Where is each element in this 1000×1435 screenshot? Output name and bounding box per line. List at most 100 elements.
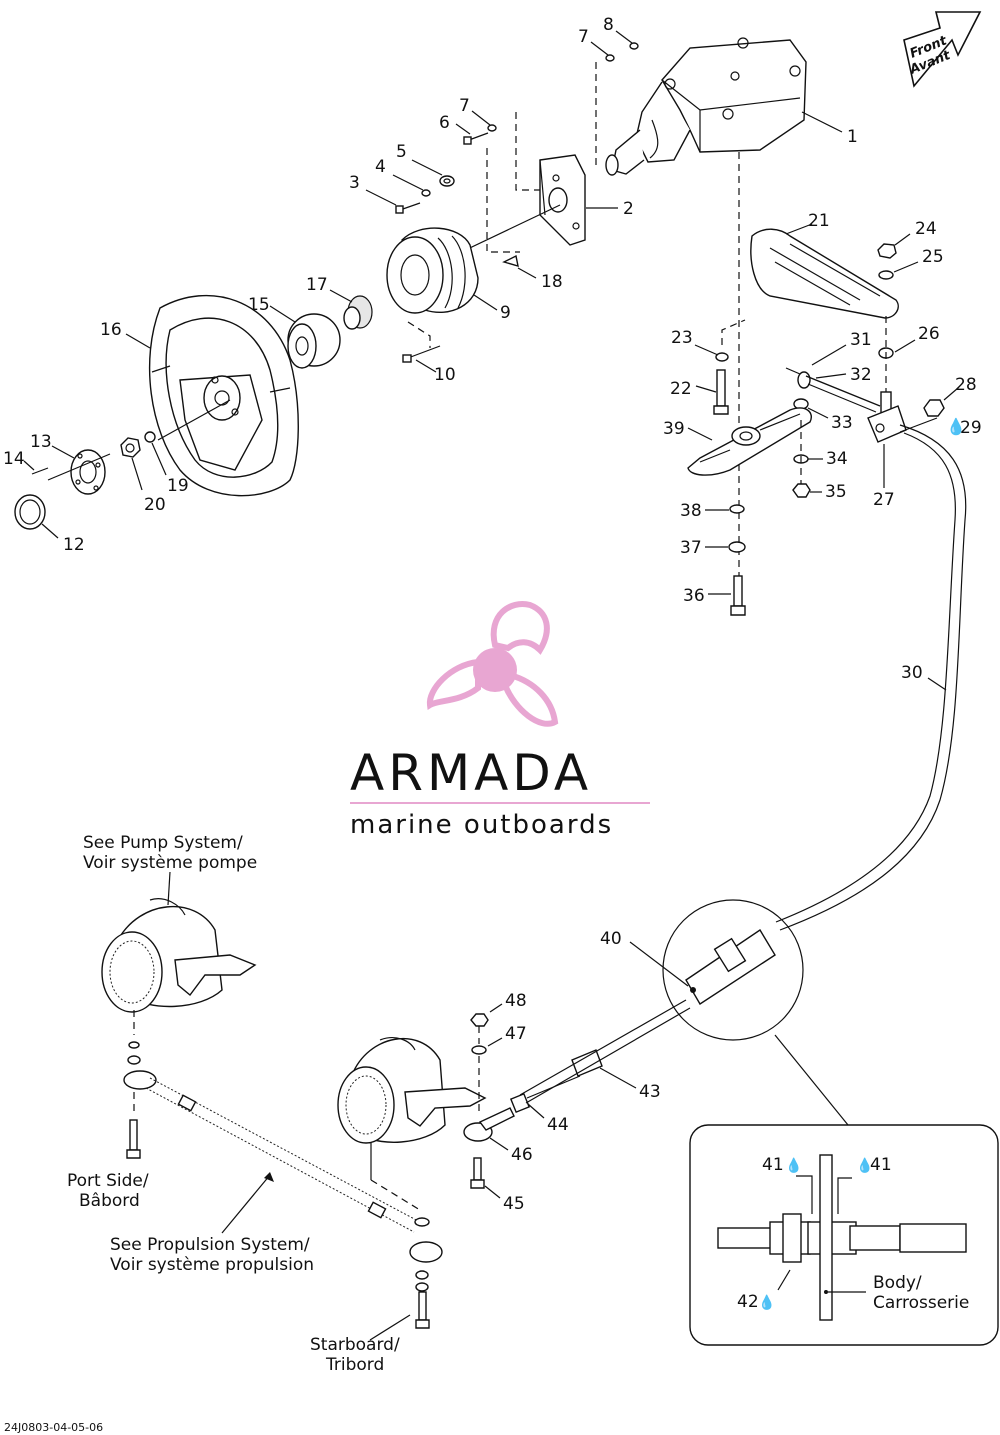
steering-cable-30	[775, 424, 967, 931]
callout-38: 38	[680, 501, 702, 521]
grease-drop-icon-42: 💧	[758, 1294, 775, 1311]
armada-brand-name: ARMADA	[350, 744, 592, 802]
callout-46: 46	[511, 1145, 533, 1165]
port-caption-line-1: Port Side/	[67, 1171, 149, 1191]
callout-7b: 7	[578, 27, 589, 47]
nut-28	[923, 399, 945, 417]
detail-callout-circle	[662, 899, 804, 1041]
callout-23: 23	[671, 328, 693, 348]
screw-14	[31, 467, 49, 475]
callout-36: 36	[683, 586, 705, 606]
washer-4	[421, 189, 431, 197]
front-direction-arrow-icon: Front Avant	[903, 11, 982, 88]
helm-housing	[605, 37, 807, 176]
washer-19	[144, 431, 156, 443]
washer-37	[728, 541, 746, 553]
callout-35: 35	[825, 482, 847, 502]
callout-12: 12	[63, 535, 85, 555]
callout-24: 24	[915, 219, 937, 239]
hub-adapter	[386, 227, 479, 314]
callout-4: 4	[375, 157, 386, 177]
armada-tagline: marine outboards	[350, 810, 613, 840]
callout-6: 6	[439, 113, 450, 133]
center-cap-12	[14, 494, 46, 530]
grease-drop-icon-41a: 💧	[785, 1157, 802, 1174]
callout-20: 20	[144, 495, 166, 515]
callout-27: 27	[873, 490, 895, 510]
starboard-caption-line-1: Starboard/	[310, 1335, 400, 1355]
propulsion-caption-line-1: See Propulsion System/	[110, 1235, 310, 1255]
spline-insert-17	[343, 295, 373, 330]
washer-7a	[487, 124, 497, 132]
callout-32: 32	[850, 365, 872, 385]
bolt-6	[463, 132, 489, 145]
bolt-3	[395, 202, 421, 214]
upper-plate-21	[750, 228, 899, 319]
nut-5	[439, 175, 455, 187]
document-id: 24J0803-04-05-06	[4, 1421, 103, 1434]
callout-18: 18	[541, 272, 563, 292]
washer-47	[471, 1045, 487, 1055]
nut-35	[792, 483, 811, 498]
bolt-36	[730, 575, 746, 616]
callout-31: 31	[850, 330, 872, 350]
callout-47: 47	[505, 1024, 527, 1044]
callout-22: 22	[670, 379, 692, 399]
callout-14: 14	[3, 449, 25, 469]
callout-41b: 41	[870, 1155, 892, 1175]
callout-43: 43	[639, 1082, 661, 1102]
callout-41a: 41	[762, 1155, 784, 1175]
callout-34: 34	[826, 449, 848, 469]
pump-caption-line-2: Voir système pompe	[83, 853, 257, 873]
callout-13: 13	[30, 432, 52, 452]
key-18	[502, 254, 519, 267]
callout-28: 28	[955, 375, 977, 395]
callout-9: 9	[500, 303, 511, 323]
screw-10	[402, 345, 441, 363]
callout-1: 1	[847, 127, 858, 147]
body-caption-line-1: Body/	[873, 1273, 922, 1293]
washer-23	[715, 352, 729, 362]
pump-nozzle-left	[101, 898, 257, 1013]
nut-24	[877, 243, 897, 259]
callout-44: 44	[547, 1115, 569, 1135]
tie-rod	[123, 1070, 421, 1233]
callout-25: 25	[922, 247, 944, 267]
plate-13	[70, 449, 106, 495]
nut-20	[120, 437, 141, 458]
callout-48: 48	[505, 991, 527, 1011]
washer-25	[878, 270, 894, 280]
callout-5: 5	[396, 142, 407, 162]
callout-45: 45	[503, 1194, 525, 1214]
pump-nozzle-right	[337, 1037, 487, 1144]
callout-30: 30	[901, 663, 923, 683]
cable-end-27	[867, 391, 907, 443]
body-caption-line-2: Carrosserie	[873, 1293, 969, 1313]
callout-33: 33	[831, 413, 853, 433]
nut-48	[470, 1013, 489, 1027]
callout-19: 19	[167, 476, 189, 496]
port-caption-line-2: Bâbord	[79, 1191, 140, 1211]
ball-joint-46	[463, 1107, 515, 1142]
callout-26: 26	[918, 324, 940, 344]
callout-7a: 7	[459, 96, 470, 116]
propulsion-caption-line-2: Voir système propulsion	[110, 1255, 314, 1275]
callout-16: 16	[100, 320, 122, 340]
bulkhead-fitting-40	[685, 929, 776, 1005]
callout-10: 10	[434, 365, 456, 385]
callout-8: 8	[603, 15, 614, 35]
grease-drop-icon-41b: 💧	[856, 1157, 873, 1174]
callout-17: 17	[306, 275, 328, 295]
washer-7b	[605, 54, 615, 62]
rod-end-31-32	[785, 367, 881, 413]
lower-arm-39	[687, 407, 812, 476]
detail-inset	[689, 1124, 999, 1346]
callout-21: 21	[808, 211, 830, 231]
callout-3: 3	[349, 173, 360, 193]
armada-logo: ARMADA marine outboards	[350, 601, 650, 840]
bolt-22	[713, 369, 729, 415]
mounting-bracket	[539, 154, 586, 246]
callout-2: 2	[623, 199, 634, 219]
steering-wheel	[148, 294, 299, 497]
